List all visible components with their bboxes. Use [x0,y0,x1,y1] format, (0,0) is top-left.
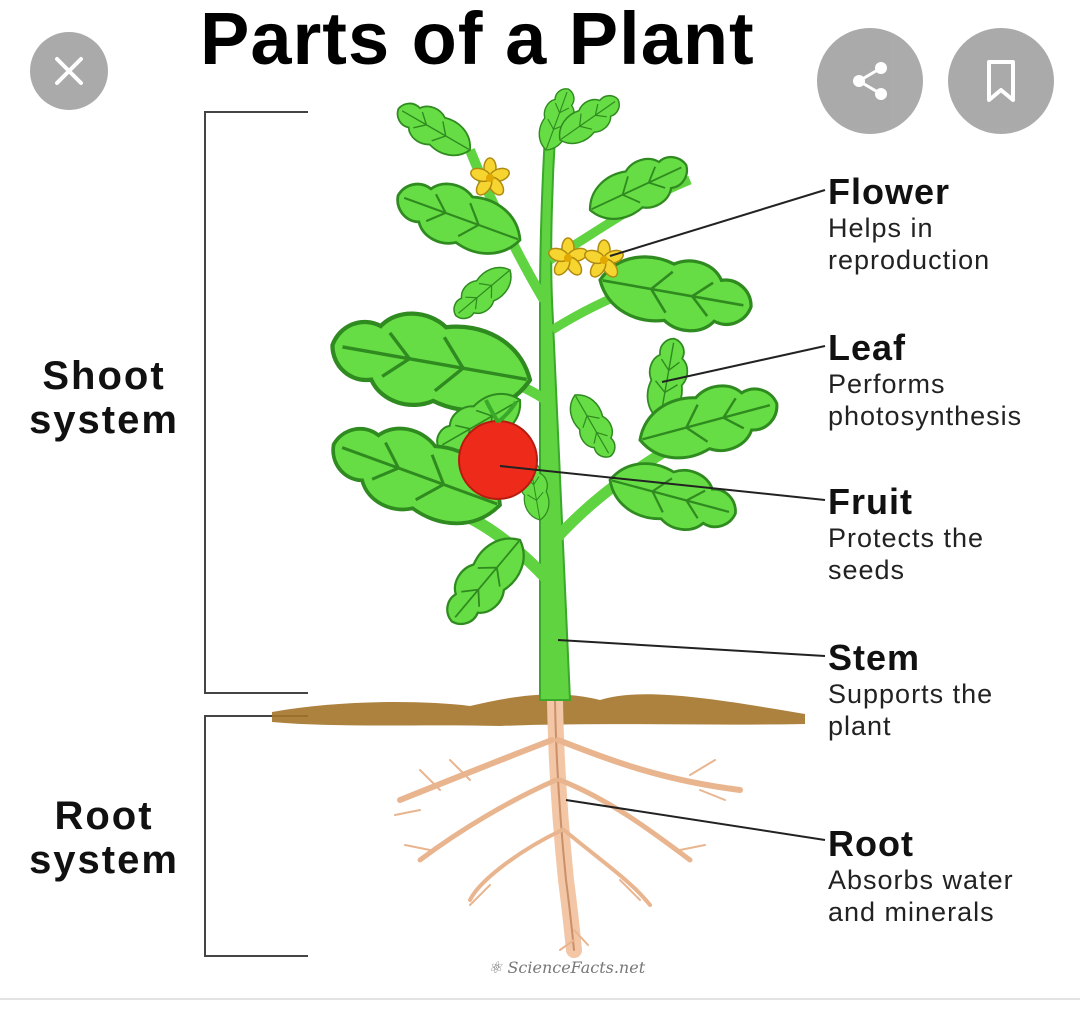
bookmark-button[interactable] [948,28,1054,134]
credit-logo: ⚛ ScienceFacts.net [488,958,646,977]
part-flower: Flower Helps in reproduction [828,171,991,276]
close-button[interactable] [30,32,108,110]
shoot-system-label: Shoot system [29,354,179,442]
root-system-label: Root system [29,794,179,882]
part-leaf: Leaf Performs photosynthesis [828,327,1023,432]
bookmark-icon [987,60,1015,102]
atom-icon: ⚛ [488,958,503,977]
leader-lines [499,189,826,841]
share-icon [853,62,887,100]
fruit-tomato [458,420,538,500]
part-fruit: Fruit Protects the seeds [828,481,985,586]
part-root: Root Absorbs water and minerals [828,823,1014,928]
root-system-bracket [204,715,308,957]
roots [394,692,743,958]
share-button[interactable] [817,28,923,134]
bottom-divider [0,998,1080,1000]
part-stem: Stem Supports the plant [828,637,994,742]
close-icon [55,57,83,85]
shoot-system-bracket [204,111,308,694]
page-title: Parts of a Plant [200,0,755,80]
soil-line [272,694,805,726]
